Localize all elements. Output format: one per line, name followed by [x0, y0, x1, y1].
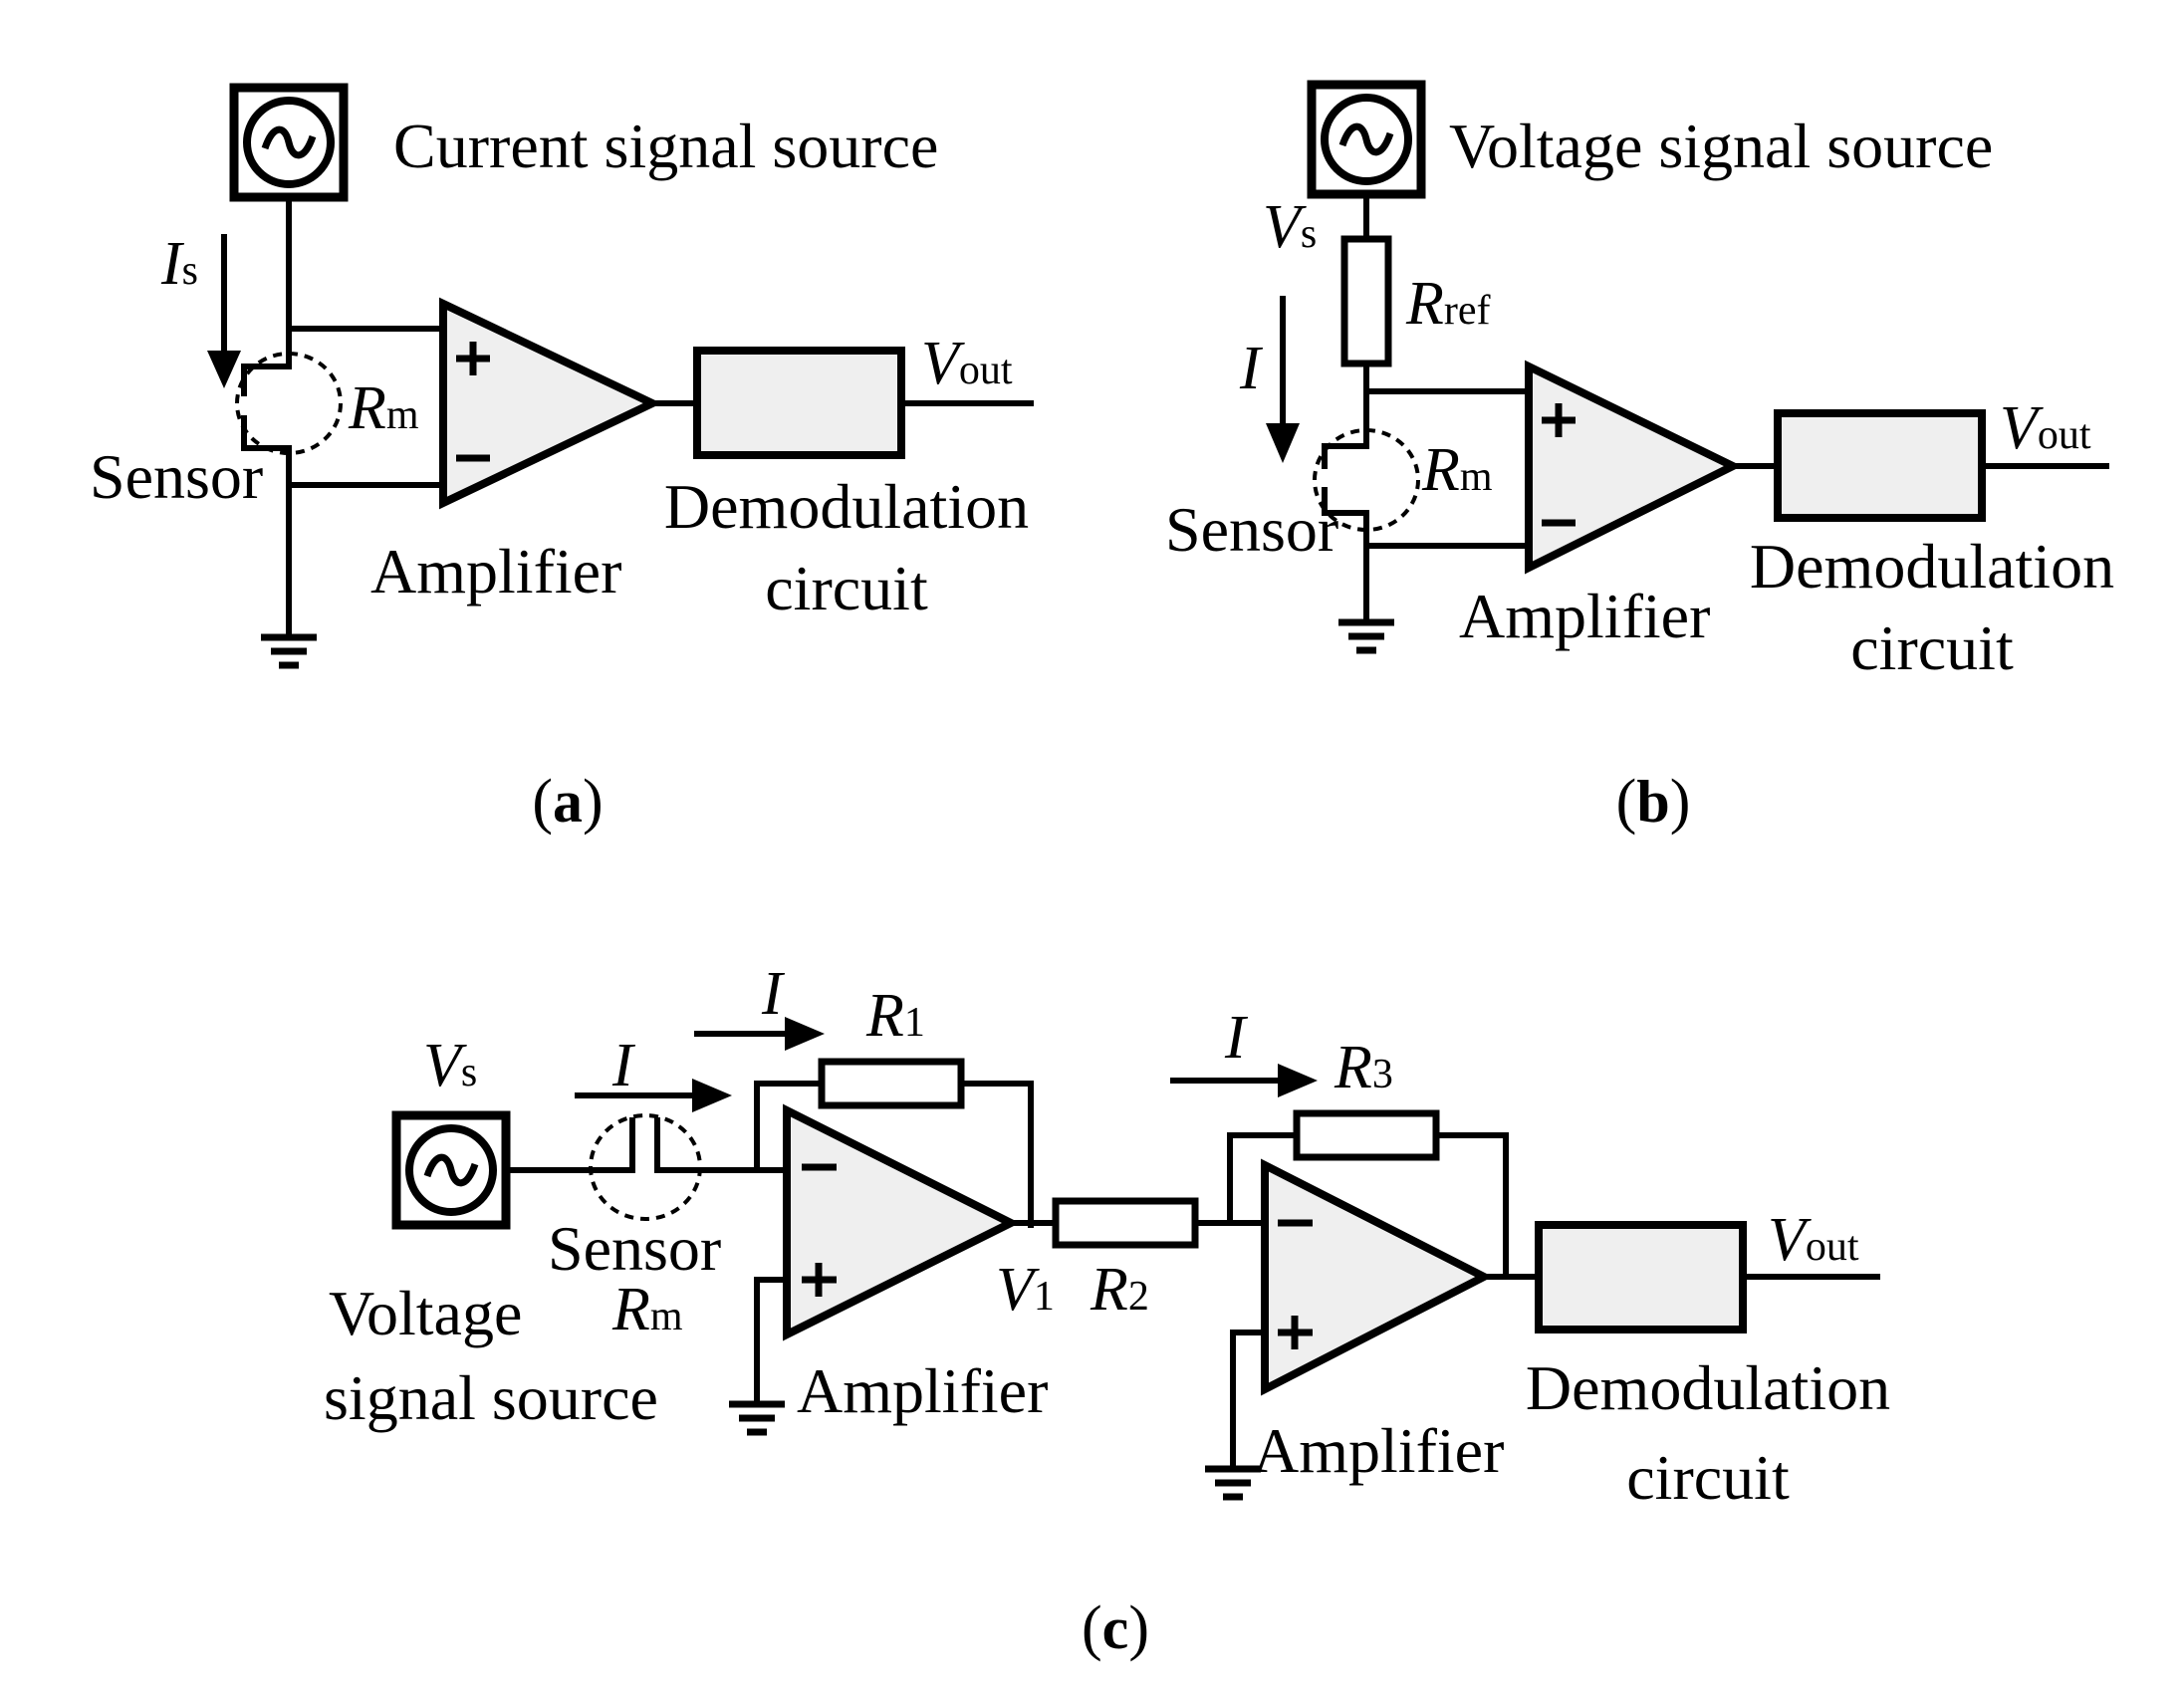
amplifier-label: Amplifier — [370, 536, 621, 606]
amplifier-2-label: Amplifier — [1253, 1415, 1504, 1486]
current-arrowhead — [207, 351, 241, 388]
r2-label: R2 — [1090, 1256, 1149, 1324]
current-is-label: Is — [160, 230, 198, 298]
rref-label: Rref — [1405, 270, 1491, 338]
current-i-label: I — [1224, 1004, 1249, 1072]
panel-a: Current signal source Is Sensor Rm Ampli… — [90, 88, 1034, 836]
sensor-label: Sensor — [548, 1213, 721, 1284]
amplifier-1-symbol — [783, 1103, 1020, 1341]
vout-label: Vout — [1768, 1206, 1859, 1274]
vs-label: Vs — [1263, 193, 1317, 261]
demodulation-label: Demodulation — [1526, 1352, 1890, 1423]
current-arrowhead — [1266, 423, 1300, 463]
circuit-label: circuit — [1626, 1442, 1790, 1513]
vs-label: Vs — [423, 1032, 477, 1099]
current-arrowhead — [1278, 1064, 1318, 1097]
panel-b: Voltage signal source Vs Rref I Sensor R… — [1165, 85, 2114, 836]
voltage-source-label: Voltage signal source — [1449, 111, 1993, 181]
amplifier-2-symbol — [1261, 1158, 1493, 1396]
circuit-label: circuit — [1850, 612, 2014, 683]
current-arrowhead — [785, 1017, 825, 1051]
demodulation-label: Demodulation — [1750, 531, 2114, 602]
ac-source-icon — [234, 88, 344, 197]
panel-c: Vs Voltage signal source Sensor Rm I I R… — [324, 960, 1890, 1662]
sensor-label: Sensor — [1165, 494, 1338, 565]
rm-label: Rm — [611, 1276, 683, 1343]
vout-label: Vout — [2000, 394, 2091, 462]
current-source-label: Current signal source — [393, 111, 938, 181]
sensor-circle — [235, 352, 343, 455]
demodulation-box — [693, 347, 905, 459]
current-i-label: I — [761, 960, 786, 1028]
demodulation-label: Demodulation — [664, 471, 1029, 542]
ac-source-icon — [396, 1115, 506, 1225]
r2-resistor — [1052, 1197, 1199, 1249]
demodulation-box — [1774, 409, 1986, 522]
current-i-label: I — [1239, 335, 1264, 402]
r1-resistor — [818, 1058, 965, 1109]
v1-label: V1 — [996, 1256, 1055, 1324]
ac-source-icon — [1312, 85, 1421, 194]
source-label-line1: Voltage — [329, 1278, 522, 1348]
source-label-line2: signal source — [324, 1362, 658, 1433]
circuit-label: circuit — [765, 553, 928, 623]
r3-label: R3 — [1334, 1034, 1393, 1101]
demodulation-box — [1535, 1221, 1747, 1333]
rm-label: Rm — [1421, 436, 1493, 504]
sensor-circle — [1313, 428, 1420, 532]
r3-resistor — [1293, 1109, 1440, 1161]
ground-icon — [261, 637, 317, 665]
rref-resistor — [1340, 235, 1392, 367]
current-i-label: I — [611, 1032, 636, 1099]
amplifier-1-label: Amplifier — [797, 1355, 1048, 1426]
amplifier-symbol — [439, 297, 662, 510]
amplifier-label: Amplifier — [1459, 581, 1710, 651]
panel-c-caption: (c) — [1082, 1594, 1149, 1662]
ground-icon — [1338, 622, 1394, 650]
amplifier-symbol — [1525, 360, 1743, 575]
panel-b-caption: (b) — [1616, 768, 1691, 836]
panel-a-caption: (a) — [532, 768, 603, 836]
rm-label: Rm — [348, 374, 419, 442]
r1-label: R1 — [865, 982, 925, 1050]
ground-icon — [729, 1404, 785, 1432]
current-arrowhead — [692, 1079, 732, 1112]
vout-label: Vout — [921, 330, 1013, 397]
sensor-label: Sensor — [90, 441, 263, 512]
